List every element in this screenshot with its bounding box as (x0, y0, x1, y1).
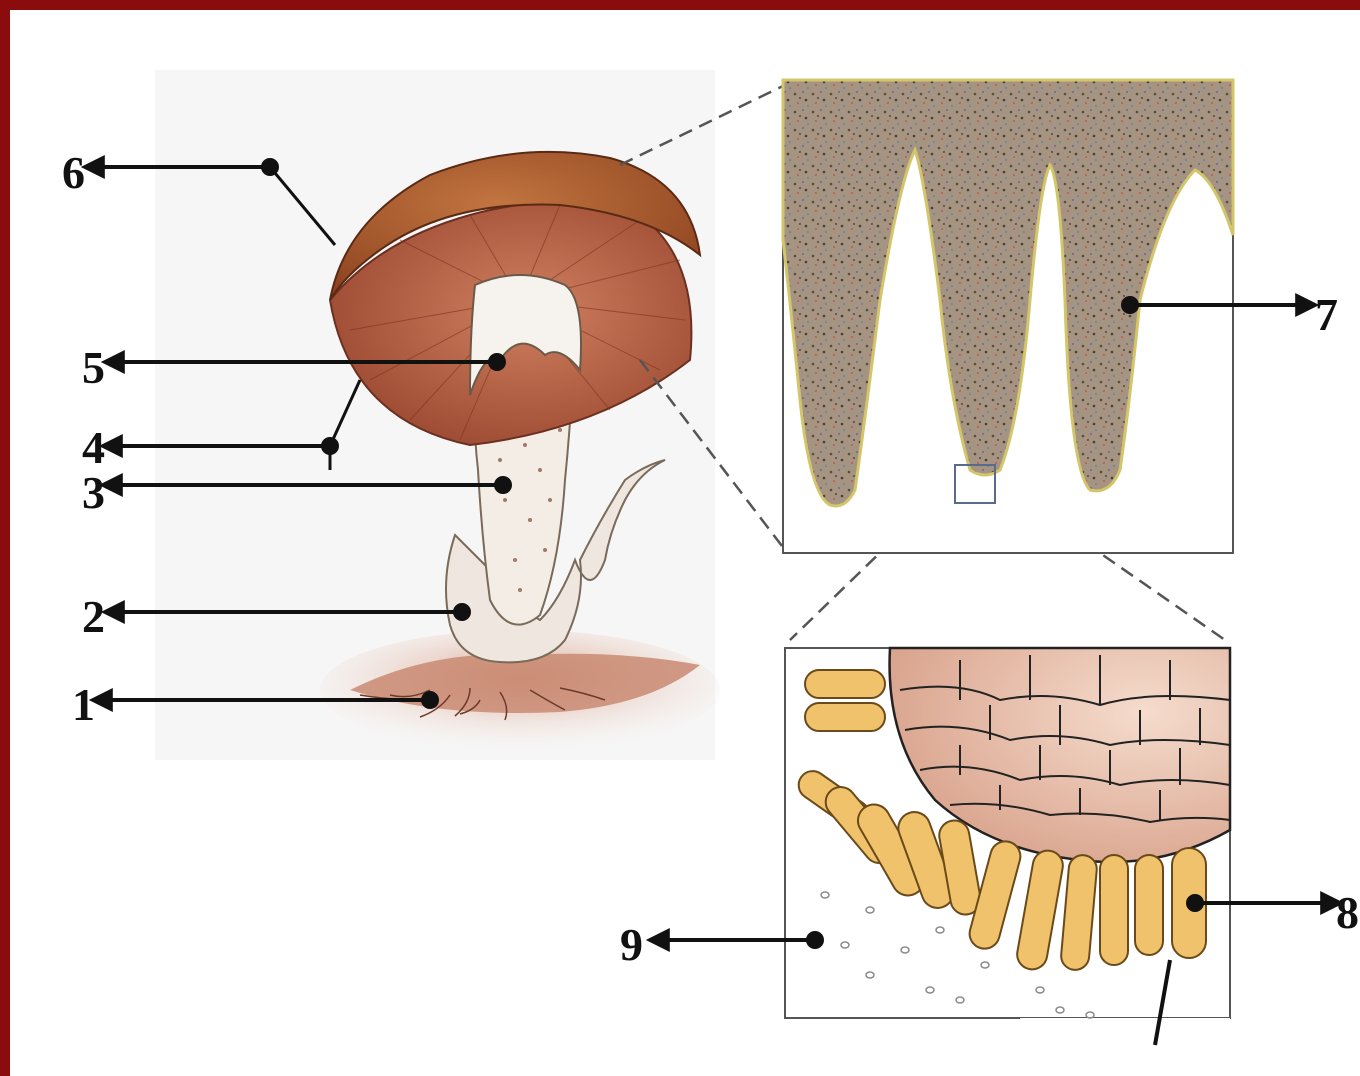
gill-section-panel (783, 80, 1233, 553)
label-7: 7 (1315, 289, 1338, 340)
label-8: 8 (1336, 887, 1359, 938)
label-2: 2 (82, 591, 105, 642)
basidium-panel (785, 648, 1230, 1058)
label-1: 1 (72, 679, 95, 730)
label-4: 4 (82, 422, 105, 473)
label-9: 9 (620, 919, 643, 970)
label-5: 5 (82, 342, 105, 393)
label-6: 6 (62, 147, 85, 198)
label-3: 3 (82, 467, 105, 518)
